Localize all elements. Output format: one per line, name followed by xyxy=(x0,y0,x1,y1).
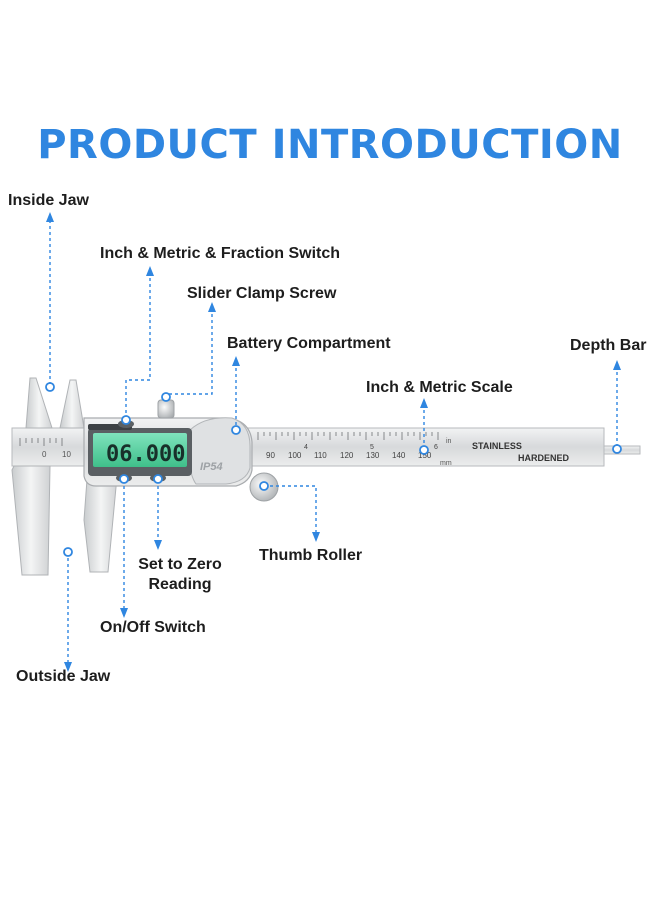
page-title: PRODUCT INTRODUCTION xyxy=(37,122,623,168)
main-scale-ticks xyxy=(257,432,439,440)
inside-jaw-label: Inside Jaw xyxy=(8,192,89,209)
dot-outside xyxy=(63,547,73,557)
inside-jaw-slider xyxy=(59,379,85,429)
switch-label: Inch & Metric & Fraction Switch xyxy=(100,245,341,262)
unit-in-label: in xyxy=(446,438,452,445)
arrow-up xyxy=(232,356,240,366)
jaw-number-0: 0 xyxy=(42,450,47,459)
scale-number: 130 xyxy=(366,451,380,460)
depth-bar xyxy=(603,445,641,455)
arrow-down xyxy=(312,532,320,542)
jaw-number-10: 10 xyxy=(62,450,71,459)
arrow-up xyxy=(46,212,54,222)
dot-depth xyxy=(612,444,622,454)
clamp-screw xyxy=(157,399,175,419)
thumb-roller-label: Thumb Roller xyxy=(259,547,363,564)
brand-label: IP54 xyxy=(200,461,223,473)
zero-label-line1: Set to Zero xyxy=(138,556,222,573)
scale-number: 100 xyxy=(288,451,302,460)
leader-thumb xyxy=(270,485,317,534)
dot-battery xyxy=(231,425,241,435)
zero-label-line2: Reading xyxy=(148,576,212,593)
inside-jaw-fixed xyxy=(25,377,53,429)
leader-switch xyxy=(125,272,151,420)
clamp-screw-label: Slider Clamp Screw xyxy=(187,285,337,302)
callout-dots xyxy=(45,382,622,557)
arrow-up xyxy=(146,266,154,276)
battery-label: Battery Compartment xyxy=(227,335,391,352)
inch-number: 5 xyxy=(370,444,374,451)
scale-numbers: 90 100 110 120 130 140 150 xyxy=(266,451,432,460)
battery-cover xyxy=(188,417,251,485)
inch-number: 6 xyxy=(434,444,438,451)
arrow-up xyxy=(420,398,428,408)
scale-number: 90 xyxy=(266,451,275,460)
callout-arrowheads xyxy=(46,212,621,672)
hardened-text: HARDENED xyxy=(518,453,570,463)
depth-bar-label: Depth Bar xyxy=(570,337,647,354)
dot-clamp xyxy=(161,392,171,402)
lcd-screen xyxy=(93,433,187,467)
arrow-down xyxy=(154,540,162,550)
dot-scale xyxy=(419,445,429,455)
arrow-up xyxy=(208,302,216,312)
zero-label: Set to Zero Reading xyxy=(128,555,232,595)
unit-mm-label: mm xyxy=(440,460,452,467)
dot-onoff xyxy=(119,474,129,484)
leader-clamp xyxy=(165,308,213,400)
outside-jaw-label: Outside Jaw xyxy=(16,668,111,685)
dot-thumb xyxy=(259,481,269,491)
dot-inside-jaw xyxy=(45,382,55,392)
scale-label: Inch & Metric Scale xyxy=(366,379,513,396)
scale-number: 110 xyxy=(314,451,327,460)
stainless-text: STAINLESS xyxy=(472,441,522,451)
scale-number: 120 xyxy=(340,451,354,460)
dot-zero xyxy=(153,474,163,484)
inch-numbers: 4 5 6 xyxy=(304,444,438,451)
jaw-scale-ticks xyxy=(19,438,63,446)
scale-number: 150 xyxy=(418,451,432,460)
arrow-down xyxy=(64,662,72,672)
arrow-down xyxy=(120,608,128,618)
lcd-reading: 06.000 xyxy=(106,442,185,467)
dot-switch xyxy=(121,415,131,425)
scale-number: 140 xyxy=(392,451,406,460)
inch-number: 4 xyxy=(304,444,308,451)
outside-jaw-fixed xyxy=(11,465,51,576)
onoff-label: On/Off Switch xyxy=(100,619,206,636)
arrow-up xyxy=(613,360,621,370)
